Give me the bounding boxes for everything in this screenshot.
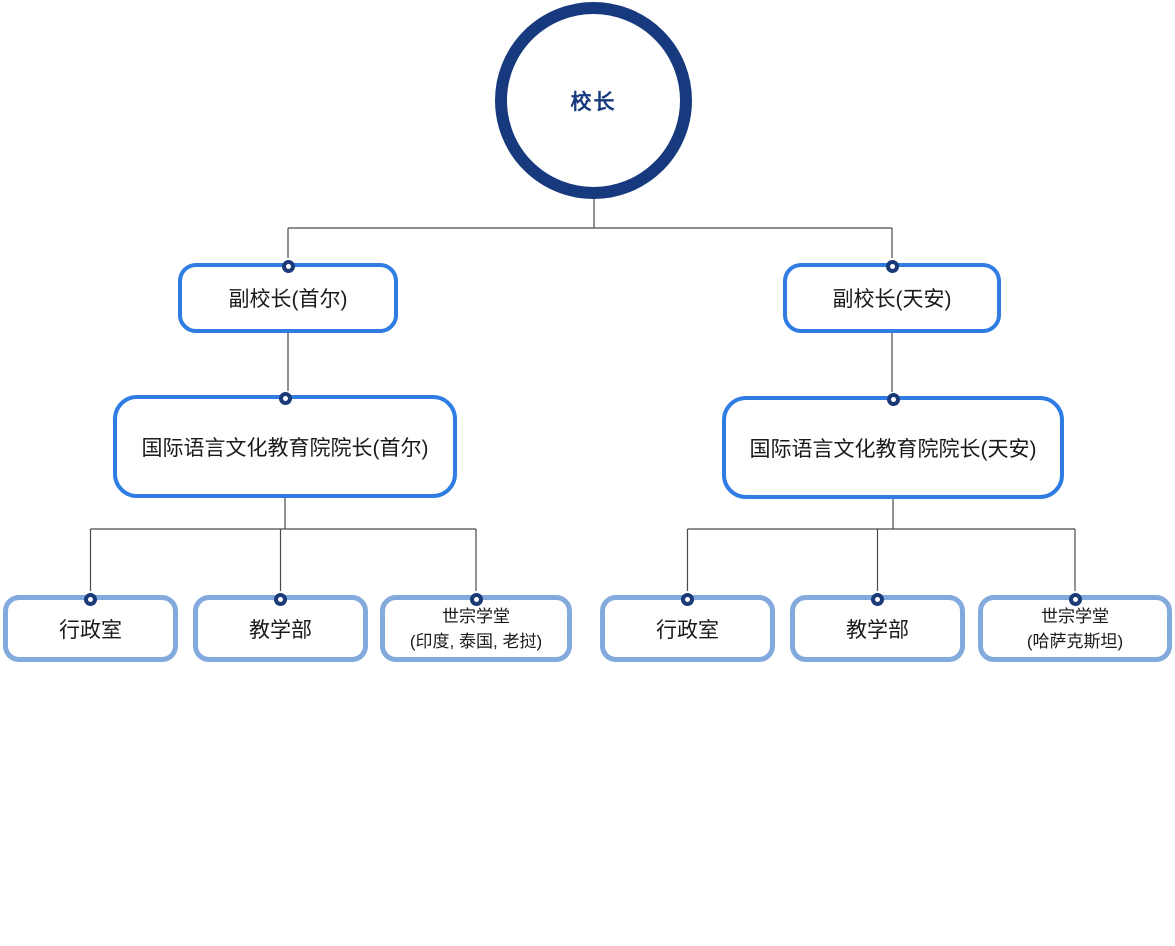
connector-dot [681, 593, 694, 606]
node-vice-principal-seoul: 副校长(首尔) [178, 260, 398, 333]
node-admin-office-cheonan: 行政室 [600, 593, 775, 662]
node-label: 副校长(首尔) [228, 288, 348, 311]
connector-dot [274, 593, 287, 606]
connector-dot [469, 593, 483, 606]
connector-dot [886, 393, 900, 406]
node-label: 国际语言文化教育院院长(天安) [749, 437, 1037, 461]
connector-dot [281, 260, 295, 273]
node-dean-seoul: 国际语言文化教育院院长(首尔) [113, 392, 457, 498]
node-sejong-institute-cheonan: 世宗学堂 (哈萨克斯坦) [978, 593, 1172, 662]
connector-dot [1068, 593, 1082, 606]
node-label: 行政室 [59, 618, 122, 642]
connector-dot [885, 260, 899, 273]
node-dean-cheonan: 国际语言文化教育院院长(天安) [722, 393, 1064, 499]
node-sublabel: (印度, 泰国, 老挝) [409, 631, 543, 651]
connector-dot [871, 593, 884, 606]
connector-dot [278, 392, 292, 405]
node-label: 国际语言文化教育院院长(首尔) [141, 436, 429, 460]
node-label: 行政室 [656, 618, 719, 642]
connector-dot [84, 593, 97, 606]
node-label: 副校长(天安) [832, 288, 952, 311]
node-label: 教学部 [846, 618, 909, 642]
node-sublabel: (哈萨克斯坦) [1026, 631, 1124, 651]
node-label: 教学部 [249, 618, 312, 642]
node-label: 世宗学堂 [442, 606, 510, 626]
node-teaching-dept-seoul: 教学部 [193, 593, 368, 662]
node-admin-office-seoul: 行政室 [3, 593, 178, 662]
node-principal: 校长 [495, 2, 692, 199]
node-label: 世宗学堂 [1041, 606, 1109, 626]
node-label: 校长 [570, 90, 617, 114]
node-teaching-dept-cheonan: 教学部 [790, 593, 965, 662]
node-vice-principal-cheonan: 副校长(天安) [783, 260, 1001, 333]
node-sejong-institute-seoul: 世宗学堂 (印度, 泰国, 老挝) [380, 593, 572, 662]
